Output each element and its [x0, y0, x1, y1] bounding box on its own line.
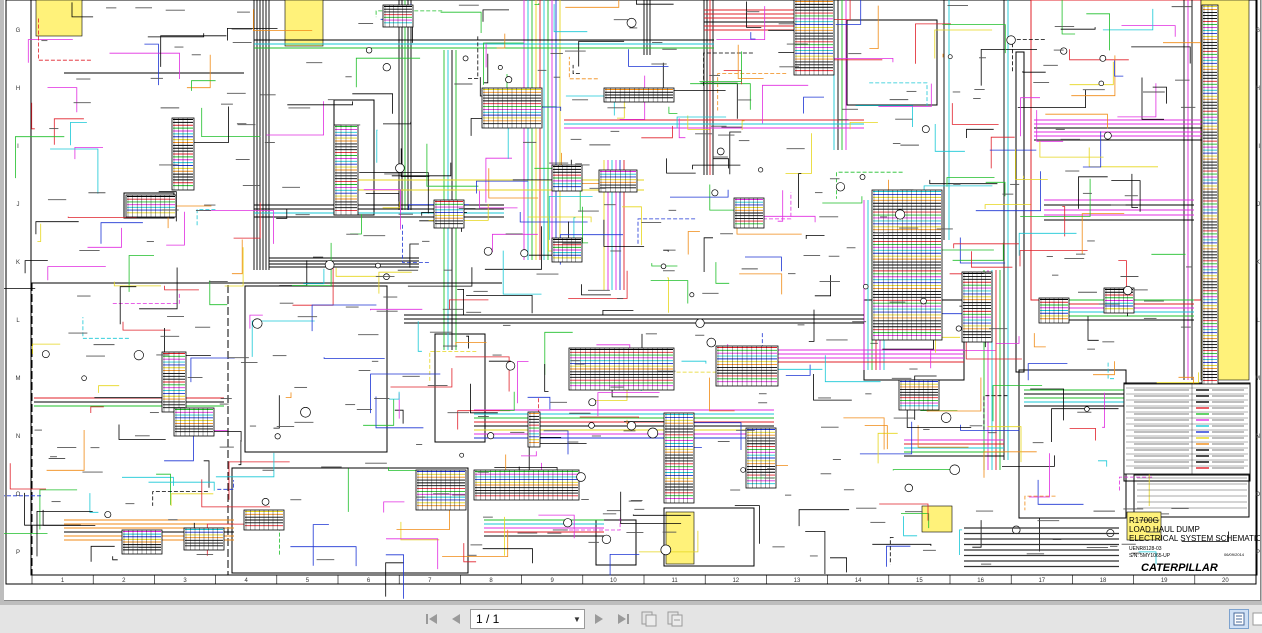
grid-column-label: 7 — [428, 578, 432, 584]
title-serial: S/N: 5MY1065-UP — [1129, 553, 1171, 559]
grid-row-label: M — [1255, 376, 1260, 382]
grid-column-label: 16 — [977, 578, 984, 584]
last-page-button[interactable] — [613, 609, 633, 629]
connector-blocks — [34, 0, 1219, 565]
grid-row-label: L — [16, 318, 20, 324]
grid-column-label: 13 — [794, 578, 801, 584]
grid-column-label: 14 — [855, 578, 862, 584]
title-model: R1700G — [1129, 516, 1159, 525]
single-page-view-icon — [1233, 612, 1245, 626]
last-page-icon — [618, 614, 629, 624]
two-page-view-button[interactable] — [1252, 609, 1262, 629]
grid-row-label: L — [1257, 318, 1260, 324]
title-block: R1700G LOAD HAUL DUMP ELECTRICAL SYSTEM … — [1129, 516, 1260, 574]
grid-row-label: M — [16, 376, 21, 382]
next-page-button[interactable] — [589, 609, 609, 629]
grid-column-label: 19 — [1161, 578, 1168, 584]
connector-block — [598, 169, 638, 193]
fit-width-icon — [667, 611, 683, 627]
page-number-select[interactable]: 1 / 1 ▼ — [470, 609, 585, 629]
grid-column-label: 11 — [671, 578, 678, 584]
chevron-down-icon: ▼ — [573, 614, 581, 624]
grid-row-labels: G G H H I I J J K K L L M M N N O O P P — [16, 28, 1261, 556]
title-line2: ELECTRICAL SYSTEM SCHEMATIC — [1129, 534, 1260, 543]
grid-column-label: 15 — [916, 578, 923, 584]
grid-column-label: 5 — [306, 578, 310, 584]
wire-color-legend-table — [1123, 383, 1251, 509]
grid-row-label: K — [16, 260, 20, 266]
fit-page-icon — [641, 611, 657, 627]
grid-column-label: 17 — [1038, 578, 1045, 584]
grid-column-label: 12 — [732, 578, 739, 584]
notes-block — [964, 527, 1119, 568]
grid-column-label: 2 — [122, 578, 126, 584]
page-navigation-toolbar: 1 / 1 ▼ — [0, 604, 1262, 633]
title-date: 06/09/2014 — [1224, 552, 1245, 557]
grid-column-label: 9 — [551, 578, 555, 584]
title-part-number: UENR8128-03 — [1129, 546, 1162, 552]
grid-row-label: P — [16, 550, 20, 556]
two-page-view-icon — [1252, 612, 1262, 626]
page-indicator: 1 / 1 — [476, 612, 500, 626]
title-line1: LOAD HAUL DUMP — [1129, 525, 1200, 534]
grid-row-label: K — [1256, 260, 1260, 266]
grid-row-label: I — [1258, 144, 1260, 150]
next-page-icon — [595, 614, 603, 624]
caterpillar-logo: CATERPILLAR — [1141, 562, 1218, 574]
first-page-button[interactable] — [422, 609, 442, 629]
first-page-icon — [426, 614, 437, 624]
grid-row-label: H — [1256, 86, 1260, 92]
grid-row-label: I — [17, 144, 19, 150]
grid-row-label: O — [16, 492, 21, 498]
fit-page-button[interactable] — [639, 609, 659, 629]
section-frames — [31, 0, 1251, 576]
grid-column-label: 3 — [183, 578, 187, 584]
grid-column-label: 18 — [1100, 578, 1107, 584]
grid-row-label: H — [16, 86, 20, 92]
grid-row-label: O — [1255, 492, 1260, 498]
fit-width-button[interactable] — [665, 609, 685, 629]
grid-row-label: J — [1257, 202, 1260, 208]
grid-row-label: N — [1256, 434, 1260, 440]
grid-column-label: 20 — [1222, 578, 1229, 584]
grid-column-label: 8 — [489, 578, 493, 584]
single-page-view-button[interactable] — [1229, 609, 1249, 629]
grid-column-label: 10 — [610, 578, 617, 584]
previous-page-icon — [452, 614, 460, 624]
grid-row-label: G — [1255, 28, 1260, 34]
grid-column-label: 4 — [245, 578, 249, 584]
grid-column-label: 1 — [61, 578, 65, 584]
previous-page-button[interactable] — [446, 609, 466, 629]
grid-row-label: J — [17, 202, 20, 208]
grid-row-label: N — [16, 434, 20, 440]
grid-row-label: G — [16, 28, 21, 34]
grid-row-label: P — [1256, 550, 1260, 556]
grid-column-label: 6 — [367, 578, 371, 584]
